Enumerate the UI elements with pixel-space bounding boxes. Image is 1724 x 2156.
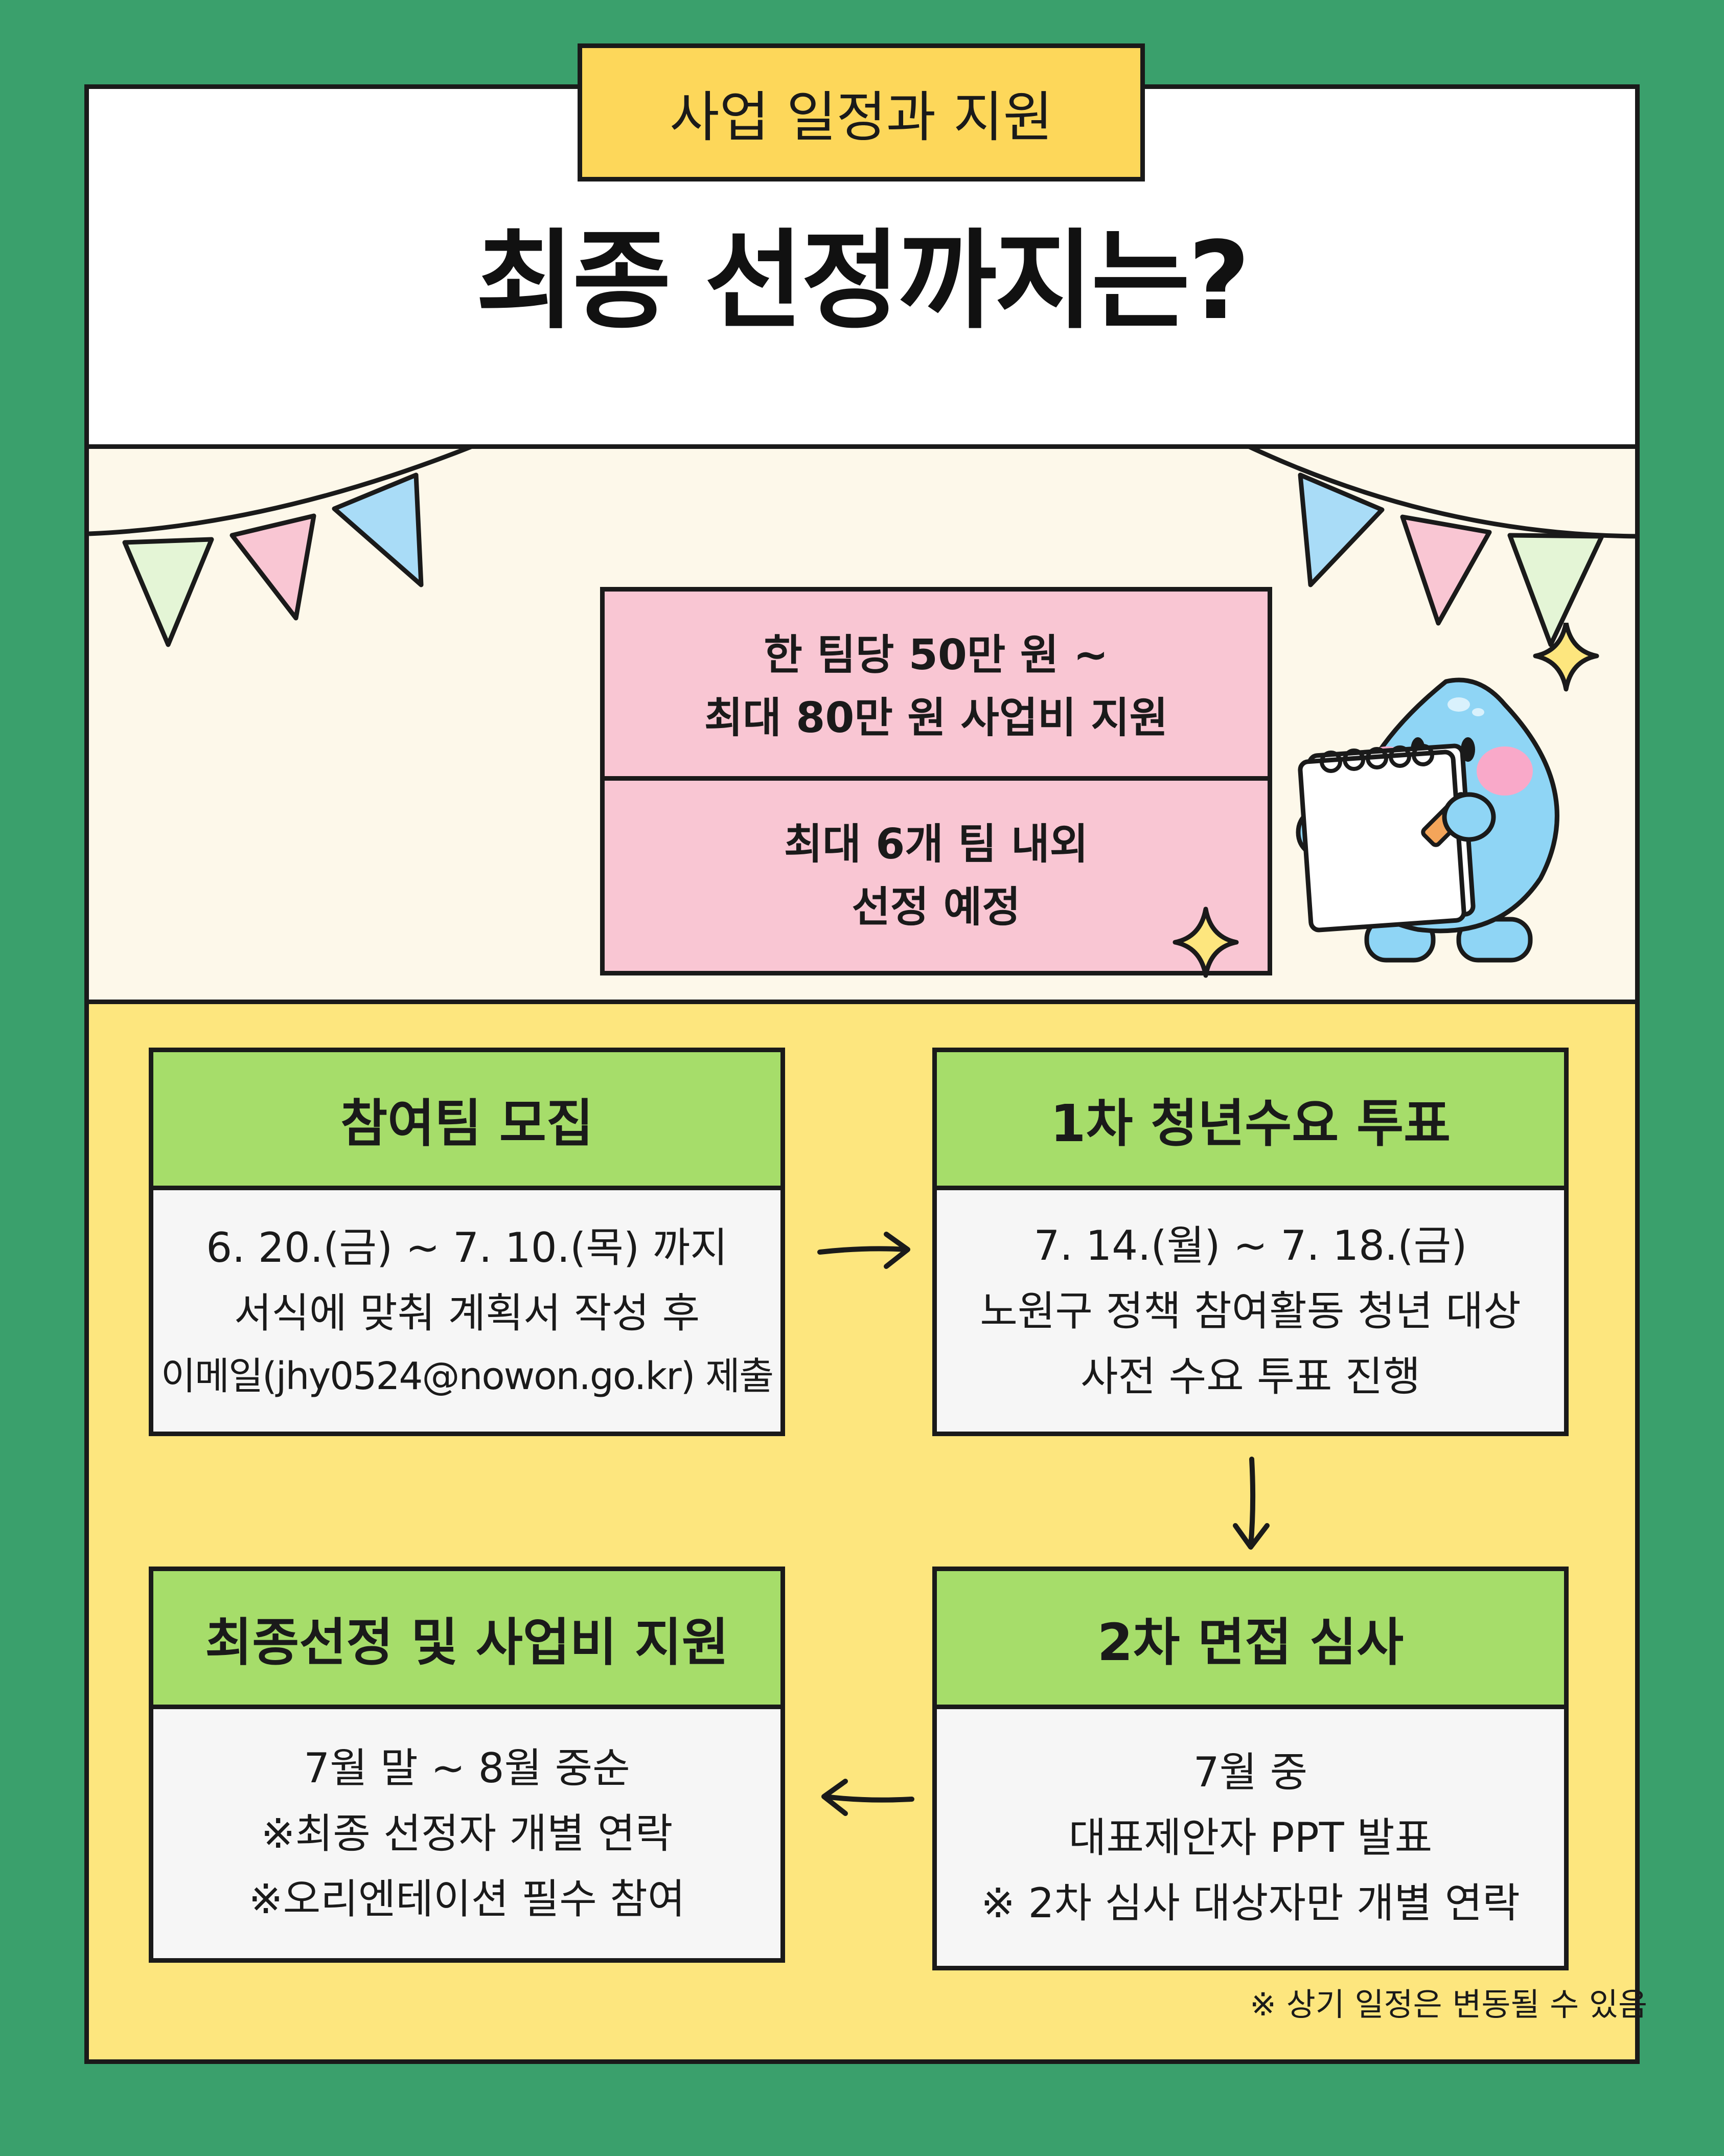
step-card-recruitment: 참여팀 모집 6. 20.(금) ~ 7. 10.(목) 까지 서식에 맞춰 계… <box>149 1048 785 1436</box>
arrow-left-icon <box>821 1779 914 1816</box>
bunting-flags-left-icon <box>89 444 478 647</box>
step-body: 6. 20.(금) ~ 7. 10.(목) 까지 서식에 맞춰 계획서 작성 후… <box>153 1190 780 1432</box>
highlight-section: 한 팀당 50만 원 ~ 최대 80만 원 사업비 지원 최대 6개 팀 내외 … <box>89 444 1635 1004</box>
team-count-box: 최대 6개 팀 내외 선정 예정 <box>600 776 1272 975</box>
section-tag: 사업 일정과 지원 <box>578 43 1145 181</box>
step-line: 사전 수요 투표 진행 <box>1080 1352 1421 1400</box>
team-count-line2: 선정 예정 <box>852 883 1021 932</box>
step-line: 7월 말 ~ 8월 중순 <box>304 1744 630 1792</box>
team-count-line1: 최대 6개 팀 내외 <box>784 820 1089 869</box>
step-body: 7월 말 ~ 8월 중순 ※최종 선정자 개별 연락 ※오리엔테이션 필수 참여 <box>153 1709 780 1959</box>
step-title: 2차 면접 심사 <box>937 1571 1564 1709</box>
support-amount-box: 한 팀당 50만 원 ~ 최대 80만 원 사업비 지원 <box>600 587 1272 786</box>
step-line: 7. 14.(월) ~ 7. 18.(금) <box>1033 1221 1467 1269</box>
step-line: ※최종 선정자 개별 연락 <box>261 1810 673 1857</box>
support-amount-line1: 한 팀당 50만 원 ~ <box>764 631 1109 679</box>
step-card-first-vote: 1차 청년수요 투표 7. 14.(월) ~ 7. 18.(금) 노원구 정책 … <box>932 1048 1569 1436</box>
water-drop-mascot-icon <box>1173 623 1599 978</box>
step-title: 참여팀 모집 <box>153 1052 780 1190</box>
step-line: ※오리엔테이션 필수 참여 <box>248 1875 685 1923</box>
support-amount-line2: 최대 80만 원 사업비 지원 <box>704 694 1168 742</box>
bunting-flags-right-icon <box>1244 444 1635 647</box>
step-line: 6. 20.(금) ~ 7. 10.(목) 까지 <box>206 1224 728 1272</box>
step-body: 7. 14.(월) ~ 7. 18.(금) 노원구 정책 참여활동 청년 대상 … <box>937 1190 1564 1432</box>
step-title: 1차 청년수요 투표 <box>937 1052 1564 1190</box>
step-body: 7월 중 대표제안자 PPT 발표 ※ 2차 심사 대상자만 개별 연락 <box>937 1709 1564 1966</box>
schedule-footnote: ※ 상기 일정은 변동될 수 있음 <box>1250 1986 1647 2023</box>
schedule-section: 참여팀 모집 6. 20.(금) ~ 7. 10.(목) 까지 서식에 맞춰 계… <box>89 1004 1635 2059</box>
step-line: ※ 2차 심사 대상자만 개별 연락 <box>981 1879 1520 1927</box>
step-line: 이메일(jhy0524@nowon.go.kr) 제출 <box>160 1354 774 1399</box>
notepad-icon <box>1298 743 1476 933</box>
step-card-final-selection: 최종선정 및 사업비 지원 7월 말 ~ 8월 중순 ※최종 선정자 개별 연락… <box>149 1567 785 1963</box>
step-card-interview: 2차 면접 심사 7월 중 대표제안자 PPT 발표 ※ 2차 심사 대상자만 … <box>932 1567 1569 1970</box>
poster-frame: 최종 선정까지는? 한 팀당 50만 원 ~ 최대 80만 원 사업비 지원 최… <box>84 84 1640 2064</box>
page-title: 최종 선정까지는? <box>475 218 1250 344</box>
arrow-right-icon <box>817 1232 910 1269</box>
arrow-down-icon <box>1233 1457 1270 1550</box>
step-line: 7월 중 <box>1193 1748 1308 1796</box>
step-title: 최종선정 및 사업비 지원 <box>153 1571 780 1709</box>
step-line: 대표제안자 PPT 발표 <box>1068 1813 1433 1862</box>
step-line: 노원구 정책 참여활동 청년 대상 <box>980 1287 1521 1335</box>
step-line: 서식에 맞춰 계획서 작성 후 <box>234 1289 700 1337</box>
